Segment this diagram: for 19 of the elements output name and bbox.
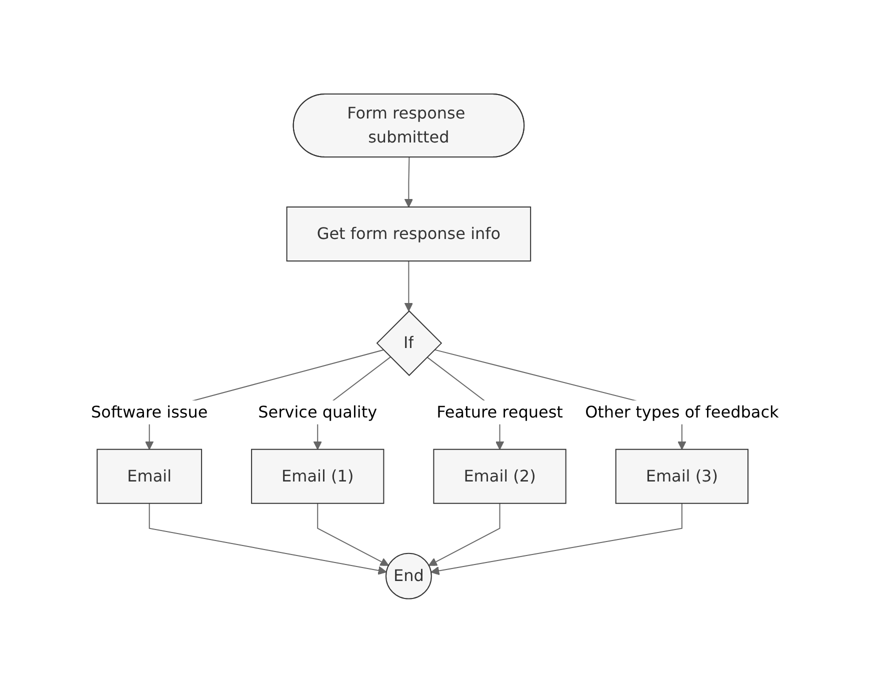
node-circle: End <box>386 552 432 599</box>
edge-label: Other types of feedback <box>585 402 779 421</box>
edge-label: Feature request <box>436 402 564 421</box>
edge-label: Software issue <box>91 402 208 421</box>
node-box: Email <box>96 448 202 504</box>
arrow <box>317 502 390 566</box>
node-diamond: If <box>376 310 442 376</box>
node-box: Email (3) <box>615 448 749 504</box>
arrow <box>428 502 500 566</box>
node-box: Email (2) <box>433 448 566 504</box>
arrow <box>404 260 414 311</box>
arrow <box>148 502 387 574</box>
arrow <box>404 156 414 207</box>
edge-label: Service quality <box>258 402 378 421</box>
node-box: Email (1) <box>251 448 384 504</box>
node-box: Get form response info <box>286 206 532 262</box>
arrow <box>434 348 686 450</box>
arrow <box>430 502 683 575</box>
arrow <box>145 349 384 450</box>
